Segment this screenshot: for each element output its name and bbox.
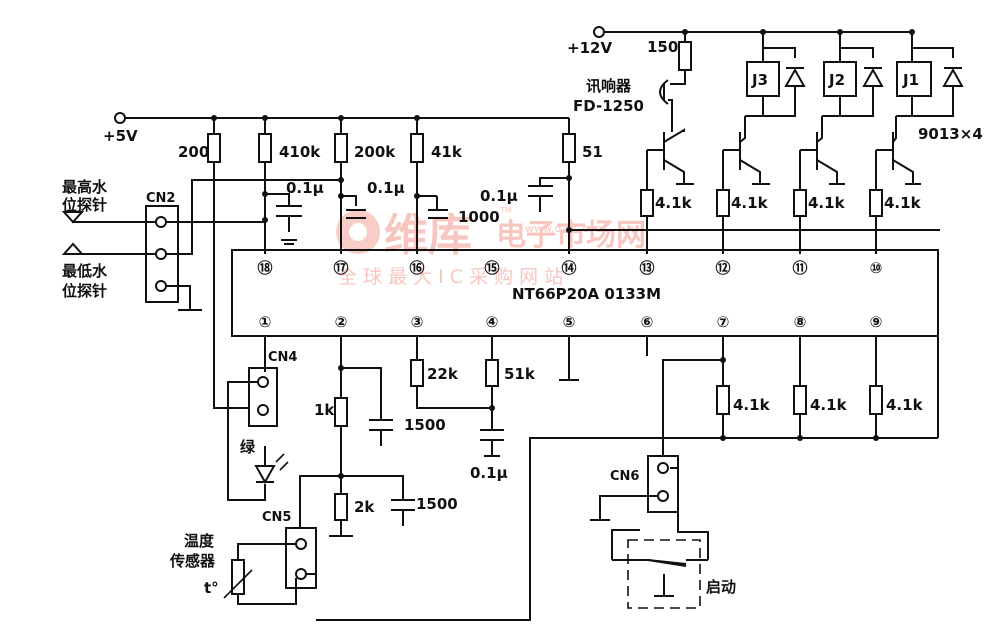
transistor-3 [799,116,845,190]
probe-low-line1: 最低水 [62,262,108,280]
cap-1500-b-label: 1500 [416,495,458,513]
plus5v-label: +5V [103,127,138,145]
resistor-2k-label: 2k [354,498,375,516]
base-resistor-1-label: 4.1k [655,194,693,212]
ic-top-pins: ⑱ ⑰ ⑯ ⑮ ⑭ ⑬ ⑫ ⑪ ⑩ [257,259,882,277]
buzzer-name: 讯响器 [586,77,632,95]
probe-low-icon [61,242,85,255]
diode-icon [784,67,806,87]
watermark-tagline: 电子市场网 [496,218,646,253]
ic-pin-top-9: ⑩ [870,259,883,277]
transistor-2 [722,116,770,190]
ic-pin-top-6: ⑬ [639,259,654,277]
svg-text:J2: J2 [828,71,845,89]
base-resistor-2-label: 4.1k [731,194,769,212]
plus12v-label: +12V [567,39,612,57]
ic-pin-bottom-6: ⑥ [641,313,654,331]
ic-pin-bottom-2: ② [335,313,348,331]
cap-01u-d-label: 0.1μ [470,464,508,482]
cap-01u-label: 0.1μ [286,179,324,197]
ic-pin-top-5: ⑭ [561,259,576,277]
watermark-logo-icon [336,210,380,254]
ic-pin-bottom-4: ④ [486,313,499,331]
ic-pin-bottom-3: ③ [411,313,424,331]
resistor-1k-label: 1k [314,401,335,419]
relay-j1: J1 [896,32,964,117]
cap-1000-label: 1000 [458,208,500,226]
base-resistor-3-label: 4.1k [808,194,846,212]
start-button-frame [627,539,701,609]
probe-low-line2: 位探针 [62,282,107,300]
ic-pin-top-3: ⑯ [409,259,424,277]
buzzer-model: FD-1250 [573,97,644,115]
cn6-label: CN6 [610,469,639,484]
pullup-9-label: 4.1k [886,396,924,414]
watermark: 维库 电子市场网 全 球 最 大 I C 采 购 网 站 www.dzsc.co… [336,206,646,288]
resistor-51-label: 51 [582,143,603,161]
cn4-label: CN4 [268,350,297,365]
probe-high-line1: 最高水 [62,178,108,196]
sensor-symbol: t° [204,579,219,597]
ic-pin-top-1: ⑱ [257,259,272,277]
led-label: 绿 [240,438,256,456]
cap-01u-c-label: 0.1μ [480,187,518,205]
resistor-200k-label: 200k [354,143,396,161]
ic-pin-bottom-9: ⑨ [870,313,883,331]
led-icon [254,465,276,485]
diode-icon [862,67,884,87]
watermark-tm: TM [499,206,512,215]
transistor-4 [875,116,921,190]
resistor-150-label: 150 [647,38,678,56]
probe-high-line2: 位探针 [62,196,107,214]
resistor-22k-label: 22k [427,365,459,383]
ic-pin-top-7: ⑫ [715,259,730,277]
relay-j2: J2 [822,32,884,117]
sensor-line2: 传感器 [169,552,216,570]
probe-high-icon [61,211,85,224]
cap-1500-a-label: 1500 [404,416,446,434]
cap-01u-b-label: 0.1μ [367,179,405,197]
ic-pin-bottom-7: ⑦ [717,313,730,331]
relay-j3: J3 [745,32,806,117]
svg-text:J3: J3 [751,71,768,89]
cn5-label: CN5 [262,510,291,525]
start-label: 启动 [706,578,736,596]
resistor-200-label: 200 [178,143,209,161]
ic-pin-top-4: ⑮ [484,259,499,277]
pullup-7-label: 4.1k [733,396,771,414]
ic-pin-bottom-8: ⑧ [794,313,807,331]
ic-bottom-pins: ① ② ③ ④ ⑤ ⑥ ⑦ ⑧ ⑨ [259,313,883,331]
ic-pin-top-2: ⑰ [333,259,348,277]
diode-icon [942,67,964,87]
pullup-8-label: 4.1k [810,396,848,414]
buzzer-icon [659,79,669,105]
transistor-1 [646,128,694,190]
ic-part-number: NT66P20A 0133M [512,285,661,303]
plus5v-terminal [114,112,126,124]
ic-body [231,249,939,337]
start-switch-icon[interactable] [612,559,708,567]
cn2-label: CN2 [146,191,175,206]
resistor-410k-label: 410k [279,143,321,161]
resistor-41k-label: 41k [431,143,463,161]
sensor-line1: 温度 [184,532,215,550]
ic-pin-top-8: ⑪ [792,259,807,277]
watermark-slogan: 全 球 最 大 I C 采 购 网 站 [338,266,563,288]
svg-text:J1: J1 [902,71,919,89]
ic-pin-bottom-1: ① [259,313,272,331]
base-resistor-4-label: 4.1k [884,194,922,212]
resistor-150 [678,41,692,71]
plus12v-terminal [593,26,605,38]
ic-pin-bottom-5: ⑤ [563,313,576,331]
transistor-label: 9013×4 [918,125,983,143]
resistor-51k-label: 51k [504,365,536,383]
watermark-url: www.dzsc.com [525,222,606,235]
